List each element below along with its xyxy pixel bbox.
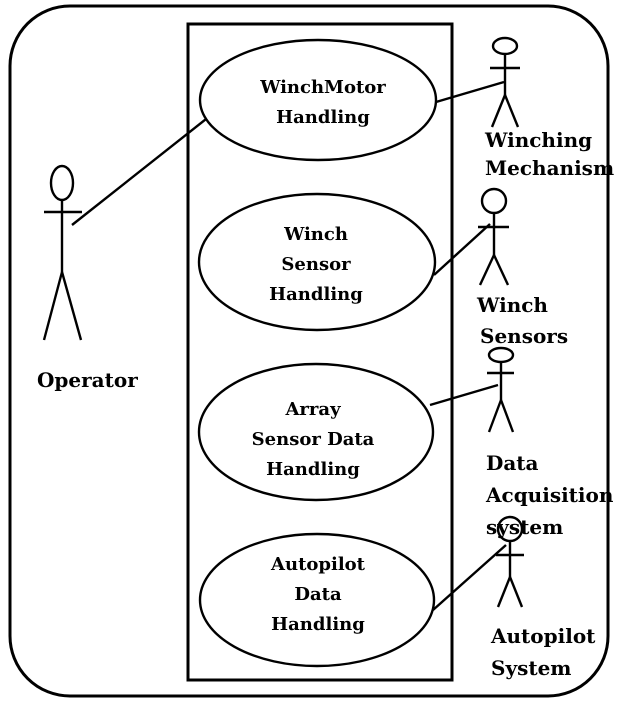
actor-label: Data: [486, 451, 539, 475]
association-winchmotor-winching: [435, 80, 505, 104]
actor-label: Mechanism: [485, 156, 614, 180]
use-case-array-sensor-data-handling: Array Sensor Data Handling: [197, 362, 435, 502]
actor-label: Autopilot: [490, 624, 596, 648]
use-case-label-line: Data: [294, 584, 342, 605]
use-case-ellipse: [198, 38, 438, 162]
association-operator-winchmotor: [71, 107, 221, 226]
actor-label: Acquisition: [485, 483, 614, 507]
actor-leg-right: [492, 254, 510, 286]
actor-head: [480, 187, 508, 215]
association-autopilot-system: [432, 544, 507, 611]
actor-leg-left: [490, 94, 507, 128]
actor-leg-right: [60, 271, 83, 341]
actor-head: [487, 346, 515, 364]
actor-label: Winching: [484, 128, 592, 152]
actor-head: [491, 36, 519, 56]
system-boundary: [186, 22, 454, 682]
use-case-label-line: Autopilot: [270, 554, 366, 575]
actor-head: [49, 164, 75, 202]
use-case-autopilot-data-handling: Autopilot Data Handling: [198, 532, 436, 668]
use-case-label-line: Array: [284, 399, 341, 420]
actor-data-acquisition-system: Data Acquisition system: [485, 346, 614, 539]
actor-leg-left: [42, 271, 64, 341]
use-case-label-line: Handling: [266, 459, 360, 480]
use-case-label-line: Handling: [271, 614, 365, 635]
actor-leg-right: [508, 576, 524, 608]
actor-leg-right: [499, 399, 515, 433]
actor-leg-left: [496, 576, 512, 608]
actor-label: System: [491, 656, 571, 680]
association-winchsensor-sensors: [433, 223, 491, 276]
actor-leg-left: [487, 399, 503, 433]
actor-label: Operator: [37, 368, 138, 392]
use-case-ellipse: [197, 362, 435, 502]
use-case-label-line: Handling: [269, 284, 363, 305]
use-case-winch-sensor-handling: Winch Sensor Handling: [197, 192, 437, 332]
outer-frame: [8, 4, 610, 698]
actor-label: Sensors: [480, 324, 568, 348]
use-case-label-line: Handling: [276, 107, 370, 128]
use-case-ellipse: [197, 192, 437, 332]
actor-autopilot-system: Autopilot System: [490, 515, 596, 680]
actor-leg-left: [478, 254, 496, 286]
actor-leg-right: [503, 94, 520, 128]
use-case-label-line: Sensor Data: [252, 429, 375, 450]
actor-winching-mechanism: Winching Mechanism: [484, 36, 614, 180]
use-case-ellipse: [198, 532, 436, 668]
association-array-dataacq: [429, 383, 499, 407]
actor-label: Winch: [476, 293, 548, 317]
use-case-label-line: WinchMotor: [259, 77, 386, 98]
use-case-label-line: Winch: [283, 224, 348, 245]
actor-winch-sensors: Winch Sensors: [476, 187, 568, 348]
use-case-label-line: Sensor: [281, 254, 351, 275]
actor-operator: Operator: [37, 164, 138, 392]
use-case-winchmotor-handling: WinchMotor Handling: [198, 38, 438, 162]
